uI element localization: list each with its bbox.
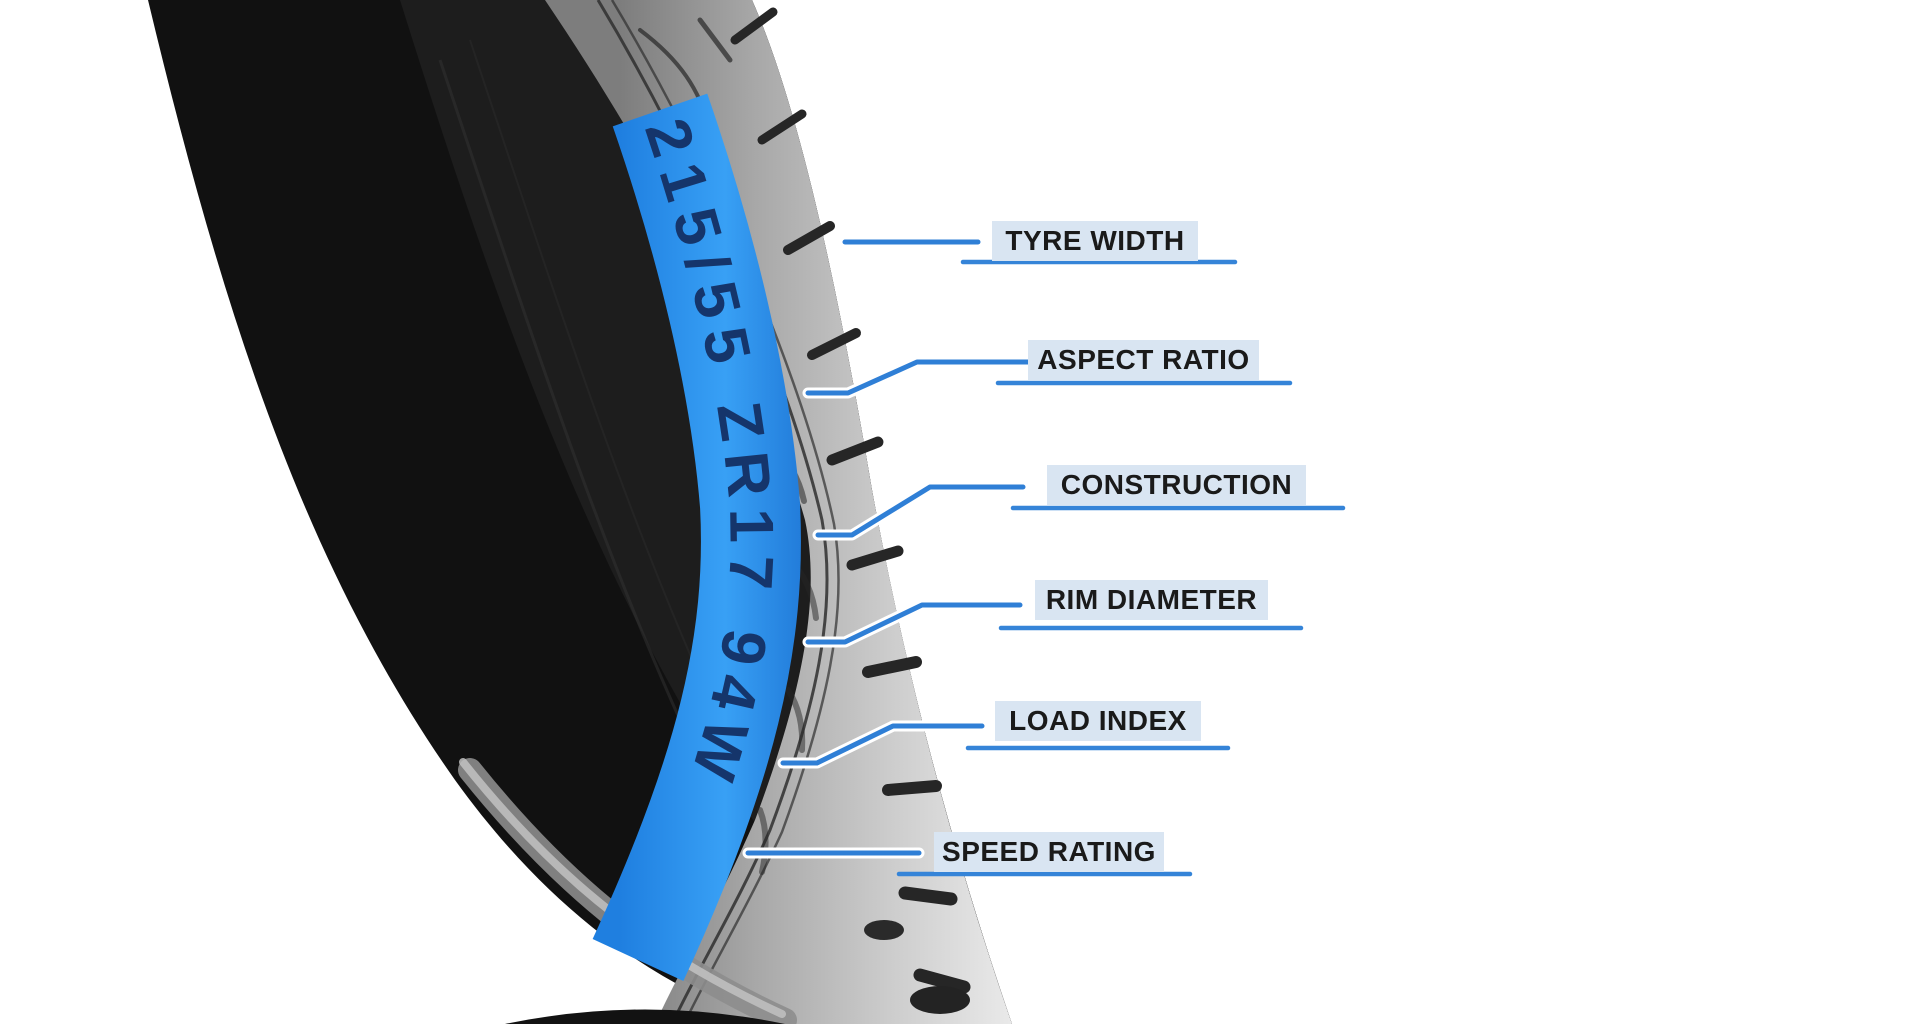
label-tyre-width: TYRE WIDTH (992, 221, 1198, 261)
label-speed-rating: SPEED RATING (934, 832, 1164, 872)
leader-line-aspect-ratio (805, 359, 1035, 396)
sidewall-ridge (438, 59, 682, 721)
tire-bottom-sliver (505, 1009, 785, 1024)
leader-line-rim-diameter (805, 602, 1023, 645)
sidewall-ridge (469, 39, 711, 701)
leader-line-construction (815, 484, 1026, 538)
label-construction: CONSTRUCTION (1047, 465, 1306, 505)
label-rim-diameter: RIM DIAMETER (1035, 580, 1268, 620)
tire-size-band (592, 93, 801, 982)
leader-line-load-index (780, 723, 985, 766)
tire-shoulder (545, 0, 1012, 1024)
label-aspect-ratio: ASPECT RATIO (1028, 340, 1259, 380)
label-load-index: LOAD INDEX (995, 701, 1201, 741)
